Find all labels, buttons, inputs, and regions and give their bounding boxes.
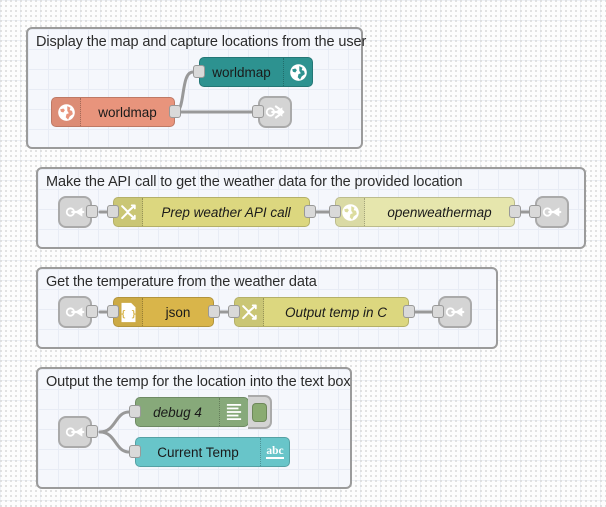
debug-lines-icon	[219, 398, 248, 426]
group-title: Display the map and capture locations fr…	[36, 34, 367, 50]
node-function-prep-api[interactable]: Prep weather API call	[107, 197, 316, 227]
output-port[interactable]	[509, 205, 521, 218]
node-worldmap-out[interactable]: worldmap	[193, 57, 313, 87]
node-label: openweathermap	[387, 204, 492, 220]
output-port[interactable]	[86, 425, 98, 438]
link-in-icon	[64, 301, 86, 323]
debug-status-lamp	[251, 402, 267, 422]
node-label: Output temp in C	[284, 304, 388, 320]
node-label: json	[165, 304, 191, 320]
node-link-out-3[interactable]	[432, 296, 472, 328]
link-out-icon	[541, 201, 563, 223]
debug-toggle-button[interactable]	[248, 395, 272, 429]
group-title: Make the API call to get the weather dat…	[46, 174, 463, 190]
node-json[interactable]: { } json	[107, 297, 220, 327]
input-port[interactable]	[107, 205, 119, 218]
output-port[interactable]	[208, 305, 220, 318]
node-function-output-temp[interactable]: Output temp in C	[228, 297, 415, 327]
node-label: worldmap	[212, 64, 271, 80]
group-title: Get the temperature from the weather dat…	[46, 274, 317, 290]
function-icon	[235, 298, 264, 326]
node-label: debug 4	[153, 404, 202, 420]
node-label: Prep weather API call	[161, 204, 291, 220]
globe-icon	[52, 98, 81, 126]
link-in-icon	[64, 421, 86, 443]
group-display-map[interactable]: Display the map and capture locations fr…	[26, 27, 367, 149]
svg-text:{ }: { }	[120, 309, 136, 319]
input-port[interactable]	[107, 305, 119, 318]
node-link-out-2[interactable]	[529, 196, 569, 228]
link-out-icon	[444, 301, 466, 323]
output-port[interactable]	[304, 205, 316, 218]
input-port[interactable]	[252, 105, 264, 118]
abc-icon: abc	[260, 438, 289, 466]
input-port[interactable]	[129, 445, 141, 458]
node-debug-4[interactable]: debug 4	[129, 395, 272, 429]
input-port[interactable]	[529, 205, 541, 218]
link-out-icon	[264, 101, 286, 123]
node-label: worldmap	[98, 104, 157, 120]
output-port[interactable]	[169, 105, 181, 118]
node-link-in-2[interactable]	[58, 196, 98, 228]
node-label: Current Temp	[157, 444, 239, 460]
output-port[interactable]	[86, 205, 98, 218]
input-port[interactable]	[329, 205, 341, 218]
node-link-out-1[interactable]	[252, 96, 292, 128]
node-openweathermap[interactable]: openweathermap	[329, 197, 521, 227]
globe-icon	[336, 198, 365, 226]
node-link-in-3[interactable]	[58, 296, 98, 328]
link-in-icon	[64, 201, 86, 223]
output-port[interactable]	[86, 305, 98, 318]
output-port[interactable]	[403, 305, 415, 318]
input-port[interactable]	[432, 305, 444, 318]
node-worldmap-in[interactable]: worldmap	[51, 97, 181, 127]
input-port[interactable]	[228, 305, 240, 318]
input-port[interactable]	[193, 65, 205, 78]
group-title: Output the temp for the location into th…	[46, 374, 351, 390]
globe-icon	[283, 58, 312, 86]
node-ui-text-current-temp[interactable]: Current Temp abc	[129, 437, 290, 467]
node-link-in-4[interactable]	[58, 416, 98, 448]
input-port[interactable]	[129, 405, 141, 418]
